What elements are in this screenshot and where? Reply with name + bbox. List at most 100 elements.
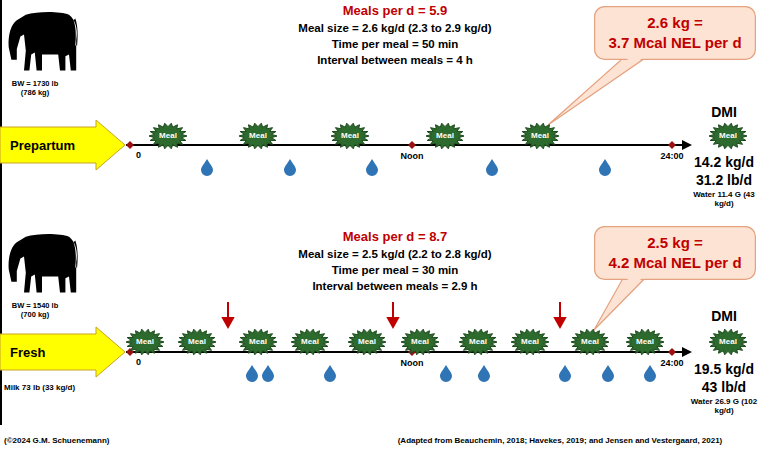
red-arrows: [223, 302, 565, 327]
meal-star: Meal: [239, 123, 277, 149]
node-text: 4.2 Mcal NEL per d: [608, 253, 742, 273]
period-arrow: Prepartum: [0, 120, 126, 170]
meal-star: Meal: [511, 329, 549, 355]
label-text: Meal size = 2.6 kg/d (2.3 to 2.9 kg/d): [298, 22, 491, 35]
label-text: Noon: [401, 151, 424, 161]
meal-star: Meal: [348, 329, 386, 355]
node-text: Meal: [718, 131, 738, 141]
red-arrowhead: [223, 318, 233, 327]
water-drop: [644, 365, 656, 382]
node-text: Fresh: [10, 345, 45, 360]
node-text: Meal: [635, 337, 655, 347]
node-text: 2.5 kg =: [608, 233, 742, 253]
energy-callout: 2.6 kg =3.7 Mcal NEL per d: [594, 6, 756, 60]
node-text: 3.7 Mcal NEL per d: [608, 33, 742, 53]
label-text: Time per meal = 50 min: [332, 38, 459, 51]
meal-star-shape: [459, 329, 497, 355]
meal-star: Meal: [459, 329, 497, 355]
timeline-arrowhead: [682, 347, 692, 357]
timeline: [126, 351, 684, 353]
time-marker: [668, 141, 676, 149]
node-text: Prepartum: [10, 138, 75, 153]
meal-star: Meal: [291, 329, 329, 355]
timeline-arrowhead: [682, 140, 692, 150]
water-drop: [602, 365, 614, 382]
label-text: (©2024 G.M. Schuenemann): [4, 436, 109, 445]
label-text: Water 11.4 G (43 kg/d): [692, 190, 756, 208]
meal-star-shape: [426, 123, 464, 149]
callout-tail-join: [624, 277, 644, 284]
period-arrow: Fresh: [0, 327, 126, 377]
label-text: Meals per d = 8.7: [343, 230, 447, 245]
node-text: Meal: [520, 337, 540, 347]
meal-star-shape: [709, 329, 747, 355]
water-drops: [201, 159, 656, 382]
meal-star-shape: [709, 123, 747, 149]
meal-star: Meal: [626, 329, 664, 355]
meal-star: Meal: [401, 329, 439, 355]
energy-callout: 2.5 kg =4.2 Mcal NEL per d: [594, 226, 756, 280]
node-text: Meal: [187, 337, 207, 347]
water-drop: [262, 365, 274, 382]
callout-tail: [548, 58, 645, 125]
meal-star: Meal: [178, 329, 216, 355]
label-text: 19.5 kg/d: [688, 361, 760, 377]
period-arrow-shape: [0, 327, 125, 377]
label-text: 0: [136, 150, 141, 160]
label-text: BW = 1730 lb (786 kg): [4, 80, 66, 97]
water-drop: [284, 159, 296, 176]
meal-star: Meal: [709, 123, 747, 149]
node-text: Meal: [580, 337, 600, 347]
label-text: Meals per d = 5.9: [343, 4, 447, 19]
label-text: DMI: [688, 308, 760, 324]
label-text: 14.2 kg/d: [688, 154, 760, 170]
label-text: BW = 1540 lb (700 kg): [4, 302, 66, 319]
label-text: Water 26.9 G (102 kg/d): [690, 397, 758, 415]
meal-star: Meal: [331, 123, 369, 149]
meal-star-shape: [626, 329, 664, 355]
red-arrowhead: [388, 318, 398, 327]
period-arrow-shape: [0, 120, 125, 170]
node-text: Meal: [410, 337, 430, 347]
water-drop: [559, 365, 571, 382]
callout-tail: [594, 278, 645, 330]
label-text: 24:00: [660, 358, 683, 368]
node-text: Meal: [300, 337, 320, 347]
water-drop: [246, 365, 258, 382]
meal-star: Meal: [709, 329, 747, 355]
node-text: Meal: [135, 337, 155, 347]
node-text: Meal: [248, 131, 268, 141]
meal-star-shape: [511, 329, 549, 355]
water-drop: [486, 159, 498, 176]
meal-star-shape: [178, 329, 216, 355]
meal-star-shape: [126, 329, 164, 355]
water-drop: [599, 159, 611, 176]
timeline: [126, 144, 684, 146]
meal-star: Meal: [521, 123, 559, 149]
label-text: Milk 73 lb (33 kg/d): [4, 383, 75, 392]
water-drop: [478, 365, 490, 382]
meal-star-shape: [239, 329, 277, 355]
callout-box: [595, 7, 756, 60]
node-text: Meal: [718, 337, 738, 347]
meal-star: Meal: [571, 329, 609, 355]
node-text: 2.6 kg =: [608, 13, 742, 33]
label-text: Noon: [401, 358, 424, 368]
label-text: Meal size = 2.5 kg/d (2.2 to 2.8 kg/d): [298, 248, 491, 261]
water-drop: [366, 159, 378, 176]
time-markers: [126, 141, 676, 356]
label-text: 0: [136, 357, 141, 367]
label-text: Interval between meals = 4 h: [317, 54, 473, 67]
water-drop: [440, 365, 452, 382]
node-text: Meal: [340, 131, 360, 141]
node-text: Meal: [468, 337, 488, 347]
callout-tail-join: [624, 57, 644, 64]
meal-star-shape: [348, 329, 386, 355]
callout-box: [595, 227, 756, 280]
time-marker: [668, 348, 676, 356]
node-text: Meal: [530, 131, 550, 141]
node-text: Meal: [248, 337, 268, 347]
node-text: Meal: [357, 337, 377, 347]
cow-silhouette: [9, 12, 78, 71]
